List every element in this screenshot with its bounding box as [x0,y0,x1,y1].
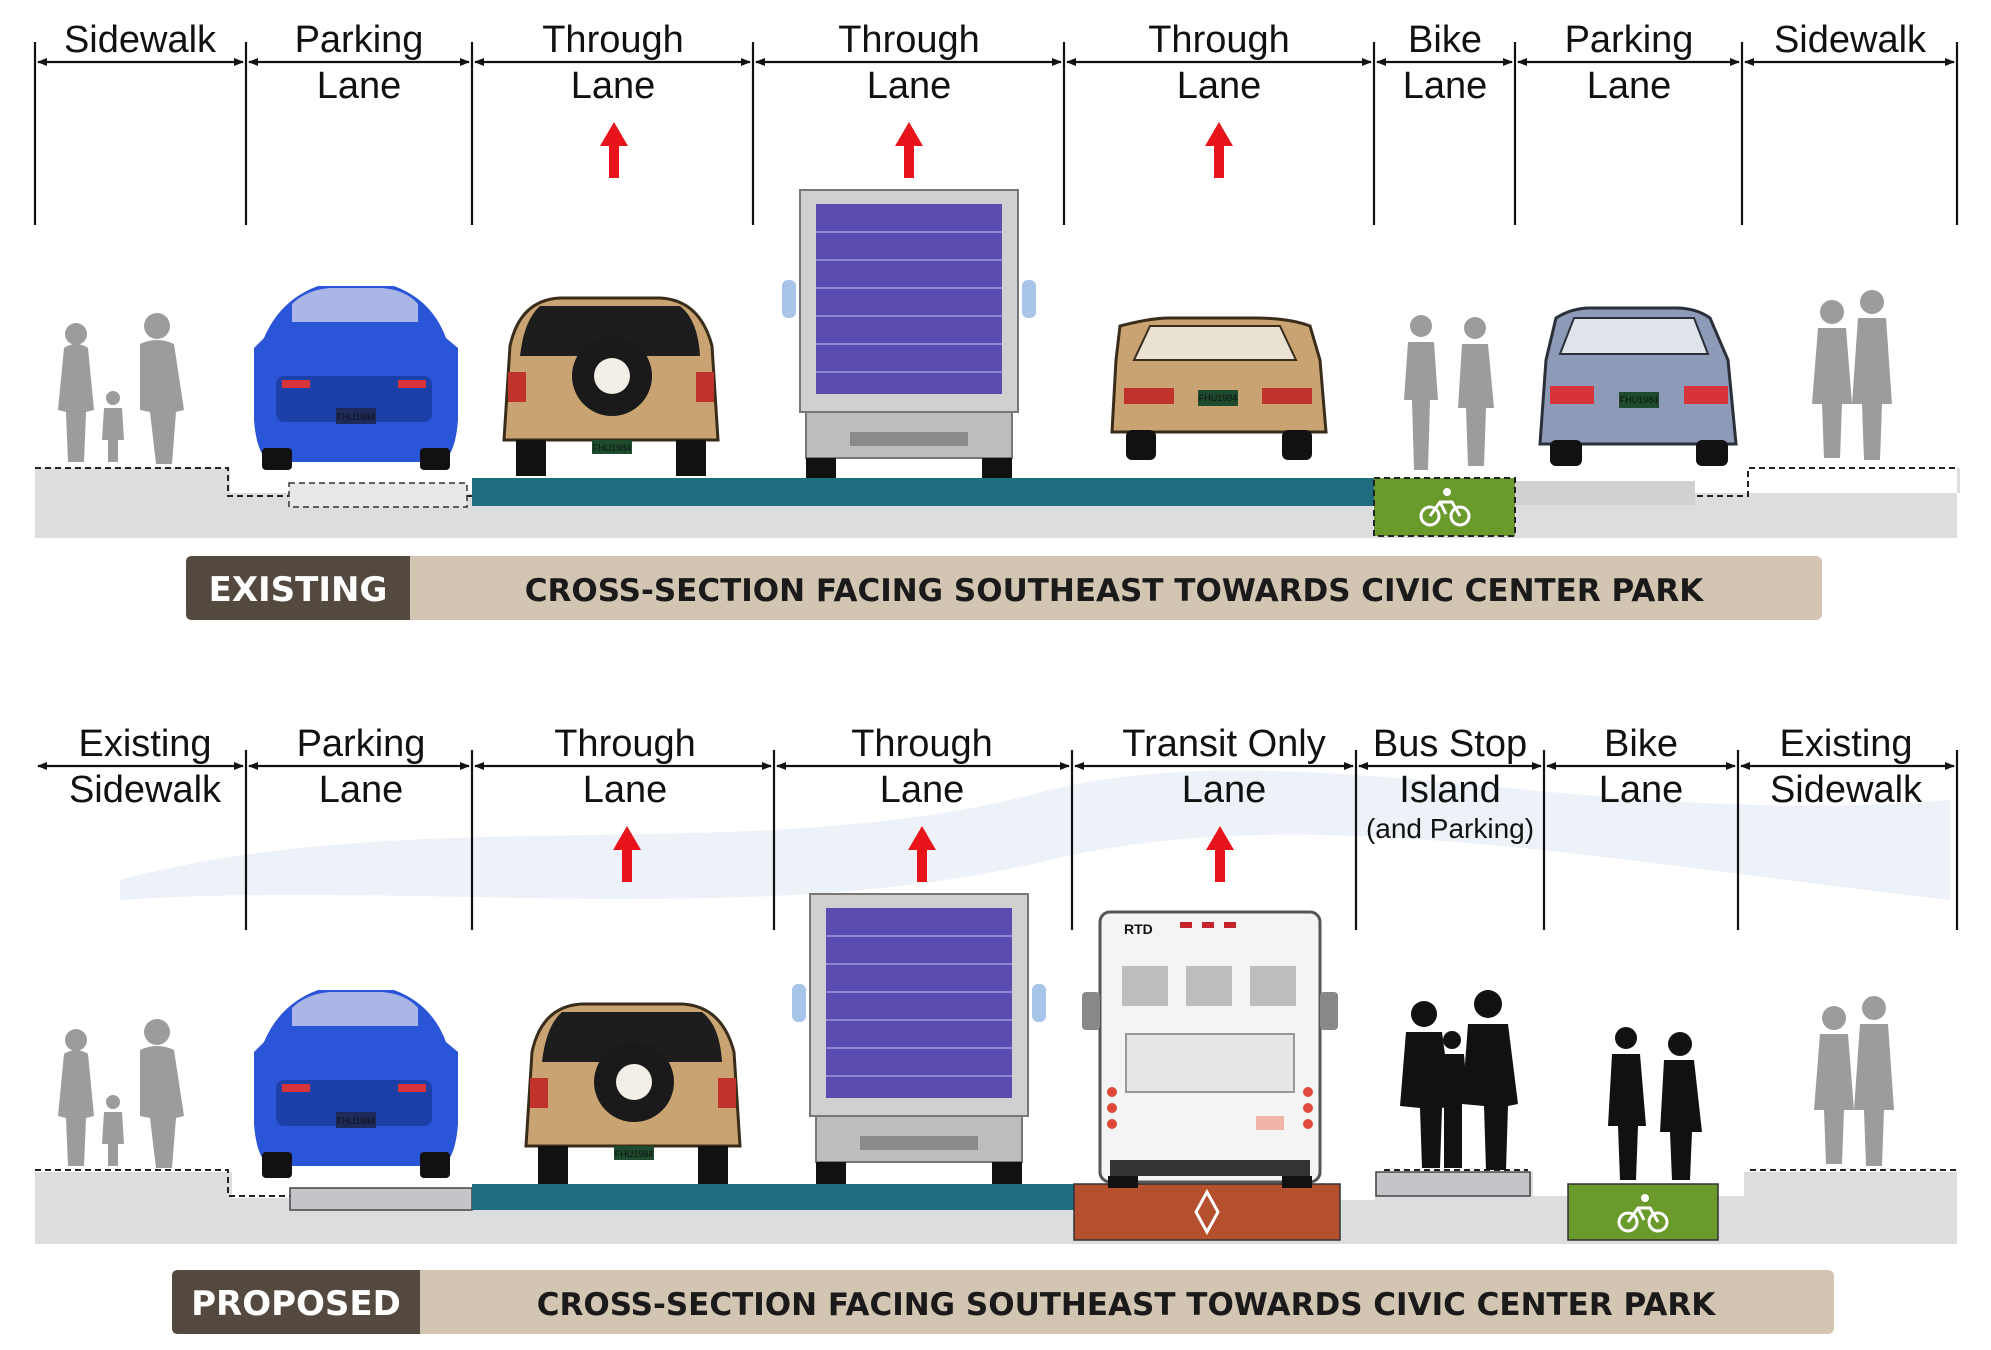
proposed-cyclists [1608,1027,1702,1180]
existing-bike-lane-surface [1373,477,1516,537]
proposed-title-bar: PROPOSED CROSS-SECTION FACING SOUTHEAST … [172,1270,1834,1334]
proposed-tan-suv-plate: FHU1984 [615,1149,654,1159]
existing-label-parking-right-2: Lane [1587,65,1672,107]
proposed-section: Existing Sidewalk Parking Lane Through L… [35,720,1959,1334]
existing-segment-labels: Sidewalk Parking Lane Through Lane Throu… [58,14,1932,107]
existing-cyclists [1404,315,1494,470]
existing-label-through-1a: Through [542,19,684,61]
existing-ground [35,467,1960,538]
proposed-label-busstop-3: (and Parking) [1366,813,1534,844]
existing-label-through-3b: Lane [1177,65,1262,107]
bicycle-icon [1617,1194,1669,1233]
arrow-up-icon [1205,122,1233,178]
proposed-label-bike-2: Lane [1599,769,1684,811]
proposed-label-transit-2: Lane [1182,769,1267,811]
arrow-up-icon [1206,826,1234,882]
existing-truck-box-door [816,204,1002,394]
proposed-blue-car-plate: FHU1984 [337,1116,376,1126]
existing-label-parking-right-1: Parking [1565,19,1694,61]
existing-pedestrians-right [1812,290,1892,460]
existing-label-parking-left-2: Lane [317,65,402,107]
proposed-label-through-1b: Lane [583,769,668,811]
existing-tan-sedan-plate: FHU1984 [1199,393,1238,403]
existing-label-through-1b: Lane [571,65,656,107]
proposed-blue-car: FHU1984 [254,990,458,1178]
existing-label-through-2a: Through [838,19,980,61]
existing-dimension-lines [33,42,1959,225]
existing-direction-arrows [600,122,1233,178]
proposed-tan-suv: FHU1984 [524,1002,742,1184]
arrow-up-icon [613,826,641,882]
existing-silver-sedan-plate: FHU1984 [1620,395,1659,405]
existing-label-bike-1: Bike [1408,19,1482,61]
arrow-up-icon [908,826,936,882]
proposed-title: CROSS-SECTION FACING SOUTHEAST TOWARDS C… [537,1287,1717,1323]
existing-tan-suv-plate: FHU1984 [593,443,632,453]
existing-label-through-2b: Lane [867,65,952,107]
proposed-direction-arrows [613,826,1234,882]
existing-label-sidewalk-right: Sidewalk [1774,19,1927,61]
existing-blue-car-plate: FHU1984 [337,412,376,422]
existing-label-sidewalk-left: Sidewalk [64,19,217,61]
existing-box-truck [782,189,1036,478]
proposed-rtd-bus: RTD [1082,910,1338,1188]
sky-swoosh [120,770,1950,900]
proposed-pedestrians-right [1814,996,1894,1166]
proposed-label-sidewalk-left-2: Sidewalk [69,769,222,811]
existing-badge: EXISTING [209,570,388,610]
proposed-dimension-lines [37,750,1959,930]
existing-through-lanes-surface [472,478,1374,506]
bus-logo: RTD [1124,921,1153,937]
proposed-bike-lane-surface [1567,1183,1719,1241]
existing-tan-suv: FHU1984 [502,296,720,476]
proposed-label-sidewalk-right-1: Existing [1779,723,1912,765]
existing-label-bike-2: Lane [1403,65,1488,107]
proposed-segment-labels: Existing Sidewalk Parking Lane Through L… [69,720,1923,844]
existing-title-bar: EXISTING CROSS-SECTION FACING SOUTHEAST … [186,556,1822,620]
bicycle-icon [1419,488,1471,527]
proposed-ground [35,1169,1957,1244]
diamond-icon [1194,1188,1220,1236]
proposed-truck-box-door [826,908,1012,1098]
existing-label-parking-left-1: Parking [295,19,424,61]
proposed-label-sidewalk-left-1: Existing [78,723,211,765]
bus-stop-pedestrians [1400,990,1518,1170]
proposed-through-lanes-surface [472,1184,1074,1210]
proposed-label-parking-1: Parking [297,723,426,765]
proposed-label-through-2a: Through [851,723,993,765]
existing-pedestrians-left [58,313,184,464]
proposed-label-busstop-1: Bus Stop [1373,723,1527,765]
existing-title: CROSS-SECTION FACING SOUTHEAST TOWARDS C… [525,573,1705,609]
proposed-label-transit-1: Transit Only [1122,723,1325,765]
proposed-pedestrians-left [58,1019,184,1168]
existing-section: Sidewalk Parking Lane Through Lane Throu… [33,14,1960,620]
proposed-box-truck [792,893,1046,1184]
existing-tan-sedan: FHU1984 [1110,316,1328,460]
arrow-up-icon [895,122,923,178]
proposed-label-bike-1: Bike [1604,723,1678,765]
arrow-up-icon [600,122,628,178]
proposed-label-busstop-2: Island [1399,769,1500,811]
proposed-label-through-1a: Through [554,723,696,765]
proposed-label-through-2b: Lane [880,769,965,811]
proposed-badge: PROPOSED [191,1284,401,1324]
proposed-label-sidewalk-right-2: Sidewalk [1770,769,1923,811]
existing-silver-sedan: FHU1984 [1538,306,1738,466]
proposed-label-parking-2: Lane [319,769,404,811]
existing-label-through-3a: Through [1148,19,1290,61]
existing-blue-car: FHU1984 [254,286,458,470]
